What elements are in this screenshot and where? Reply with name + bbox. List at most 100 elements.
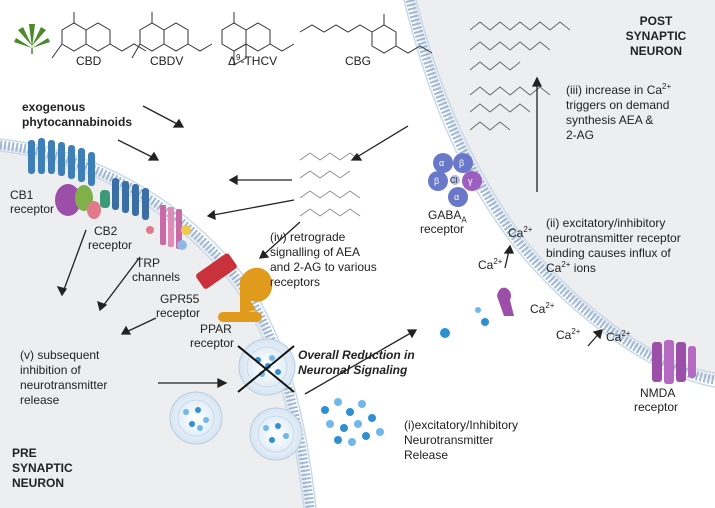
step-iii-line2: triggers on demand	[566, 98, 670, 112]
gaba-subunit-alpha2: α	[454, 192, 460, 202]
cbg-molecule-icon	[299, 14, 433, 54]
cb2-receptor-icon	[112, 178, 149, 220]
step-v-line1: (v) subsequent	[20, 348, 100, 362]
step-ii-line2: neurotransmitter receptor	[546, 231, 681, 245]
step-v-line2: inhibition of	[20, 363, 81, 377]
trp-label-line2: channels	[132, 270, 181, 284]
vesicle-left	[169, 391, 223, 445]
exogenous-label-line1: exogenous	[22, 100, 86, 114]
thcv-superscript: 9	[236, 53, 241, 62]
ca-text: Ca	[478, 258, 494, 272]
overall-reduction-line1: Overall Reduction in	[298, 348, 415, 362]
step-ii-line3: binding causes influx of	[546, 246, 671, 260]
cbg-label: CBG	[345, 54, 372, 68]
ppar-label-line1: PPAR	[200, 322, 232, 336]
calcium-label-1: Ca2+	[508, 225, 533, 241]
cb1-receptor-icon	[28, 138, 95, 186]
post-synaptic-title-line1: POST	[639, 14, 673, 28]
cb2-label-line2: receptor	[88, 238, 133, 252]
ca-sup: 2+	[523, 225, 533, 234]
thcv-label: Δ9-THCV	[228, 53, 278, 69]
step-ii-line4: Ca2+ ions	[546, 260, 596, 276]
vesicle-crossed	[237, 338, 296, 396]
gpr55-label-line2: receptor	[156, 306, 201, 320]
gaba-subscript: A	[461, 215, 467, 225]
gaba-subunit-alpha1: α	[439, 158, 445, 168]
step-i-line3: Release	[404, 448, 449, 462]
step-ii-line1: (ii) excitatory/inhibitory	[546, 216, 666, 230]
step-v-line4: release	[20, 393, 60, 407]
step-iii-sup: 2+	[662, 82, 672, 91]
cbd-molecule-icon	[51, 12, 147, 59]
ca-text: Ca	[508, 226, 524, 240]
pre-synaptic-title-line1: PRE	[12, 446, 37, 460]
step-iii-line4: 2-AG	[566, 128, 595, 142]
trp-label-line1: TRP	[136, 256, 160, 270]
gaba-subunit-beta2: β	[434, 176, 440, 186]
gaba-label-line2: receptor	[420, 222, 465, 236]
ca-sup: 2+	[493, 257, 503, 266]
lipid-chain-top	[469, 21, 571, 71]
gaba-subunit-cl: Cl	[450, 176, 458, 185]
step-iv-line1: (iv) retrograde	[270, 230, 346, 244]
post-synaptic-cytoplasm	[410, 0, 715, 380]
ppar-receptor-icon	[218, 267, 273, 322]
step-ii-sup: 2+	[561, 260, 571, 269]
ionotropic-receptor-icon	[497, 287, 514, 316]
arrows	[56, 76, 603, 395]
nmda-receptor-icon	[652, 340, 696, 384]
step-iii-line3: synthesis AEA &	[566, 113, 654, 127]
step-ii-ca: Ca	[546, 261, 562, 275]
pre-synaptic-title-line2: SYNAPTIC	[12, 461, 73, 475]
thcv-delta: Δ	[228, 54, 237, 68]
step-iv-line3: and 2-AG to various	[270, 260, 377, 274]
cb1-label-line1: CB1	[10, 188, 34, 202]
pre-synaptic-title-line3: NEURON	[12, 476, 65, 490]
ca-sup: 2+	[571, 327, 581, 336]
gaba-text: GABA	[428, 208, 462, 222]
trp-channel-icon	[146, 205, 191, 250]
step-iii-line1: (iii) increase in Ca2+	[566, 82, 672, 98]
step-ii-ions: ions	[570, 261, 596, 275]
step-iv-line4: receptors	[270, 275, 321, 289]
cbd-label: CBD	[76, 54, 102, 68]
gpr55-receptor-icon	[196, 253, 237, 289]
cbdv-molecule-icon	[131, 12, 213, 59]
step-v-line3: neurotransmitter	[20, 378, 108, 392]
gaba-subunit-gamma: γ	[468, 176, 473, 186]
overall-reduction-line2: Neuronal Signaling	[298, 363, 408, 377]
cb2-accessory-icon	[100, 190, 110, 208]
nmda-label-line2: receptor	[634, 400, 679, 414]
thcv-molecule-icon	[221, 12, 295, 66]
ca-text: Ca	[556, 328, 572, 342]
step-i-line1: (i)excitatory/Inhibitory	[404, 418, 519, 432]
ca-text: Ca	[606, 330, 622, 344]
vesicle-right	[249, 407, 303, 461]
post-synaptic-membrane	[405, 0, 715, 385]
ligand-chains-synapse	[299, 152, 361, 217]
step-iii-text: (iii) increase in Ca	[566, 83, 663, 97]
nmda-label-line1: NMDA	[640, 386, 676, 400]
gaba-receptor-icon	[428, 153, 482, 207]
post-synaptic-title-line2: SYNAPTIC	[625, 29, 687, 43]
cannabis-leaf-icon	[14, 24, 50, 54]
cb1-label-line2: receptor	[10, 202, 55, 216]
thcv-rest: -THCV	[240, 54, 278, 68]
pre-synaptic-cytoplasm	[0, 145, 310, 508]
post-synaptic-title-line3: NEURON	[629, 44, 682, 58]
ca-text: Ca	[530, 302, 546, 316]
g-protein-icon	[55, 184, 101, 219]
gpr55-label-line1: GPR55	[160, 292, 200, 306]
calcium-label-2: Ca2+	[478, 257, 503, 273]
neurotransmitter-cloud	[321, 307, 489, 446]
ca-sup: 2+	[545, 301, 555, 310]
cb2-label-line1: CB2	[94, 224, 118, 238]
gaba-subunit-beta1: β	[459, 158, 465, 168]
calcium-label-5: Ca2+	[606, 329, 631, 345]
calcium-label-4: Ca2+	[556, 327, 581, 343]
gaba-label-line1: GABAA	[428, 208, 467, 225]
step-iv-line2: signalling of AEA	[270, 245, 361, 259]
ca-sup: 2+	[621, 329, 631, 338]
exogenous-label-line2: phytocannabinoids	[22, 115, 133, 129]
